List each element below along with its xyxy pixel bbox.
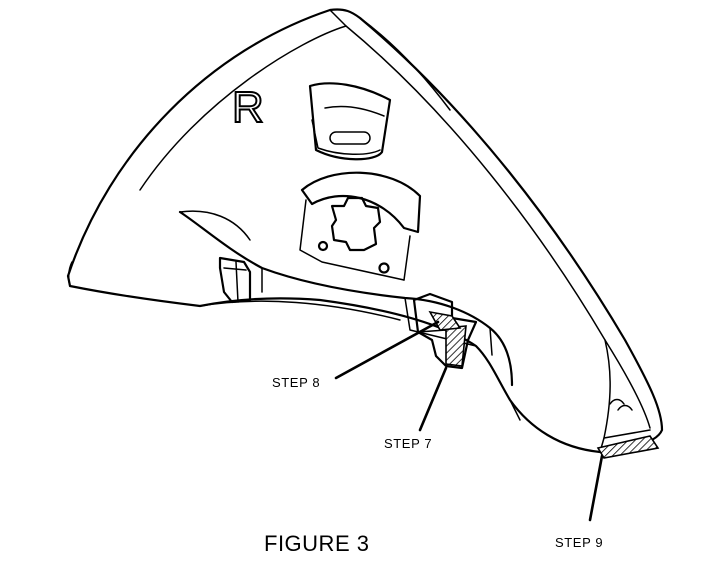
spring-tab [308,82,392,161]
figure-caption: FIGURE 3 [264,531,369,556]
part-mark: R [232,83,264,132]
right-foot [596,398,660,459]
leader-step-8 [334,320,440,380]
leader-step-9 [588,454,604,522]
guard-body [66,8,664,454]
center-notch [412,292,478,370]
callout-step-8: STEP 8 [272,375,320,390]
left-clip [218,256,252,304]
leader-step-7 [418,366,448,432]
hub-plate [299,171,422,281]
callout-step-7: STEP 7 [384,436,432,451]
callout-step-9: STEP 9 [555,535,603,550]
